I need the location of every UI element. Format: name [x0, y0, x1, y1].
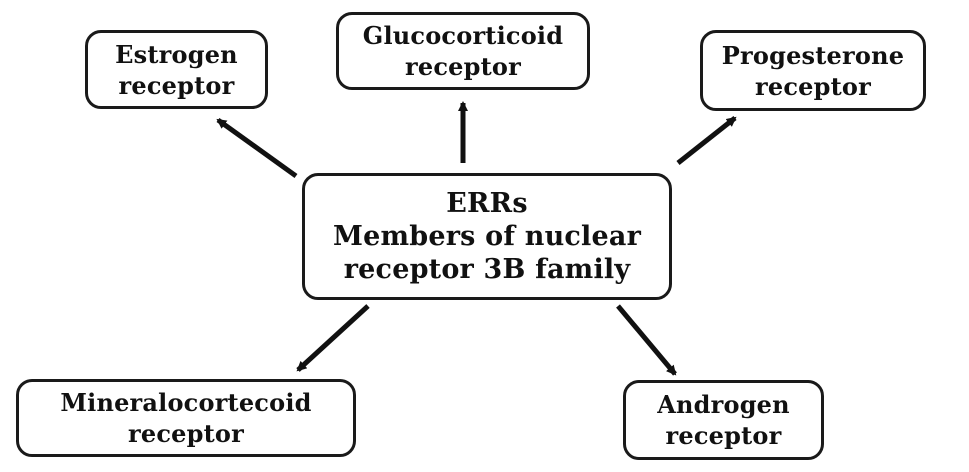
- estrogen-receptor-line2: receptor: [118, 70, 235, 100]
- glucocorticoid-receptor-line1: Glucocorticoid: [362, 21, 564, 50]
- mineralocorticoid-receptor-line1: Mineralocortecoid: [60, 388, 312, 417]
- glucocorticoid-receptor-box: Glucocorticoid receptor: [336, 12, 590, 90]
- errs-line2: Members of nuclear: [333, 221, 641, 252]
- arrow-to-androgen: [616, 304, 677, 376]
- mineralocorticoid-receptor-box: Mineralocortecoid receptor: [16, 379, 356, 457]
- progesterone-receptor-box: Progesterone receptor: [700, 30, 926, 111]
- arrow-to-estrogen: [216, 117, 298, 179]
- androgen-receptor-box: Androgen receptor: [623, 380, 824, 460]
- errs-center-box: ERRs Members of nuclear receptor 3B fami…: [302, 173, 672, 300]
- errs-line3: receptor 3B family: [343, 254, 631, 285]
- glucocorticoid-receptor-line2: receptor: [405, 52, 521, 81]
- estrogen-receptor-line1: Estrogen: [115, 39, 238, 69]
- mineralocorticoid-receptor-line2: receptor: [128, 419, 244, 448]
- progesterone-receptor-line1: Progesterone: [721, 40, 905, 70]
- progesterone-receptor-line2: receptor: [755, 71, 871, 101]
- androgen-receptor-line2: receptor: [665, 421, 782, 450]
- arrow-to-progesterone: [676, 116, 737, 165]
- arrow-to-mineralocorticoid: [296, 304, 370, 372]
- estrogen-receptor-box: Estrogen receptor: [85, 30, 268, 109]
- errs-title: ERRs: [446, 188, 528, 219]
- androgen-receptor-line1: Androgen: [657, 390, 790, 419]
